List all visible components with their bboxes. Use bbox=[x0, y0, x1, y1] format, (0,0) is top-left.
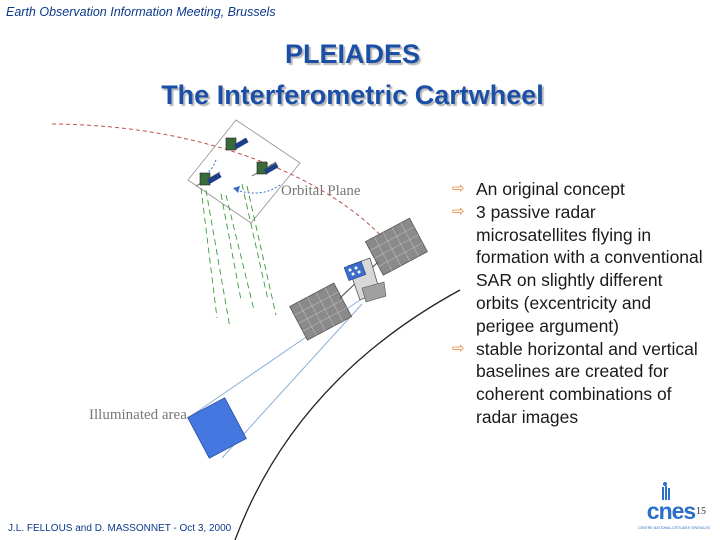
footer-authors: J.L. FELLOUS and D. MASSONNET - Oct 3, 2… bbox=[8, 523, 232, 534]
slide-title-line2: The Interferometric Cartwheel bbox=[161, 80, 544, 110]
ground-tracks bbox=[200, 183, 277, 329]
slide-title-line1: PLEIADES bbox=[284, 39, 421, 69]
bullet-list: ⇨ An original concept ⇨ 3 passive radar … bbox=[450, 178, 710, 429]
earth-curvature bbox=[234, 289, 461, 540]
microsatellite-3 bbox=[195, 171, 222, 187]
cnes-logo: cnes CENTRE NATIONAL D'ÉTUDES SPATIALES bbox=[638, 478, 710, 534]
microsatellite-1 bbox=[225, 137, 249, 151]
orbital-plane bbox=[187, 119, 301, 224]
illuminated-area-label: Illuminated area bbox=[89, 407, 187, 423]
header-event: Earth Observation Information Meeting, B… bbox=[6, 5, 276, 19]
bullet-item: ⇨ 3 passive radar microsatellites flying… bbox=[450, 201, 710, 338]
bullet-item: ⇨ stable horizontal and vertical baselin… bbox=[450, 338, 710, 429]
logo-caption: CENTRE NATIONAL D'ÉTUDES SPATIALES bbox=[638, 526, 711, 530]
logo-wordmark: cnes bbox=[646, 498, 696, 524]
sar-satellite-icon bbox=[289, 217, 428, 341]
microsatellite-2 bbox=[251, 161, 279, 177]
cnes-logo-mark bbox=[662, 482, 670, 500]
arrow-right-icon: ⇨ bbox=[452, 180, 465, 197]
illuminated-area bbox=[187, 397, 247, 459]
bullet-item: ⇨ An original concept bbox=[450, 178, 710, 201]
page-number: 15 bbox=[696, 506, 706, 517]
arrow-right-icon: ⇨ bbox=[452, 202, 465, 220]
arrow-right-icon: ⇨ bbox=[452, 339, 465, 357]
cartwheel-arrows bbox=[207, 159, 281, 194]
bullet-text: stable horizontal and vertical baselines… bbox=[476, 338, 698, 427]
orbital-plane-label: Orbital Plane bbox=[281, 183, 361, 199]
arrowhead-icon bbox=[233, 186, 240, 193]
bullet-text: 3 passive radar microsatellites flying i… bbox=[476, 201, 703, 336]
bullet-text: An original concept bbox=[476, 179, 625, 199]
